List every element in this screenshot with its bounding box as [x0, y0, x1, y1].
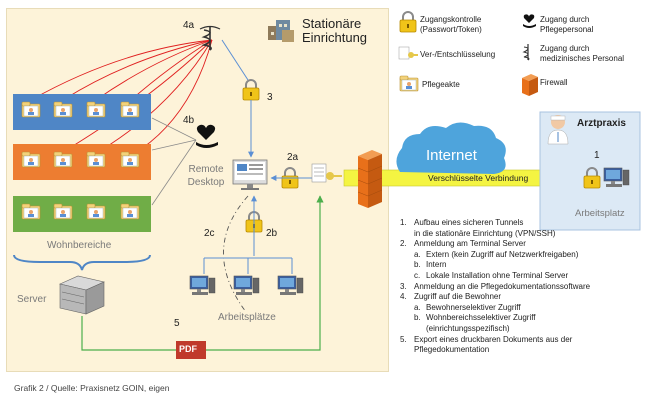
label-2a: 2a	[287, 152, 299, 163]
facility-area	[6, 8, 389, 372]
label-4a: 4a	[183, 20, 195, 31]
step-item: c.Lokale Installation ohne Terminal Serv…	[414, 270, 569, 280]
step-item: a.Extern (kein Zugriff auf Netzwerkfreig…	[414, 249, 579, 259]
label-3: 3	[267, 92, 273, 103]
key-icon	[311, 163, 342, 183]
folder-icon	[399, 75, 419, 92]
tunnel-label: Verschlüsselte Verbindung	[428, 173, 529, 183]
workstation-icon	[277, 275, 304, 296]
brace	[13, 254, 151, 271]
lock-icon	[242, 79, 260, 101]
firewall-icon	[357, 150, 383, 208]
legend-item-firewall: Firewall	[540, 78, 568, 87]
heart-hand-icon	[523, 14, 536, 28]
server-icon	[59, 275, 105, 315]
legend-item-access-control: Zugangskontrolle(Passwort/Token)	[420, 15, 482, 34]
pdf-icon	[176, 341, 206, 359]
label-2c: 2c	[204, 228, 215, 239]
arbeitsplatz-label: Arbeitsplatz	[575, 208, 625, 219]
step-item: 2.Anmeldung am Terminal Server	[400, 239, 526, 249]
dashed-connection	[223, 195, 249, 313]
legend-item-encryption: Ver-/Entschlüsselung	[420, 50, 496, 59]
workstation-icon	[603, 167, 630, 188]
key-icon	[398, 46, 418, 60]
workstation-icon	[189, 275, 216, 296]
doctor-icon	[547, 115, 569, 145]
step-item: 3.Anmeldung an die Pflegedokumentationss…	[400, 281, 591, 291]
arztpraxis-title: Arztpraxis	[577, 118, 626, 129]
server-label: Server	[17, 294, 47, 305]
step-item: b.Intern	[414, 260, 447, 270]
label-2b: 2b	[266, 228, 278, 239]
firewall-icon	[522, 74, 538, 96]
label-1: 1	[594, 150, 600, 161]
access-lines-4b	[151, 117, 197, 206]
legend-item-care-record: Pflegeakte	[422, 80, 460, 89]
caption: Grafik 2 / Quelle: Praxisnetz GOIN, eige…	[14, 383, 170, 393]
arbeitsplaetze-label: Arbeitsplätze	[218, 312, 276, 323]
step-item: 5.Export eines druckbaren Dokuments aus …	[400, 334, 573, 355]
caduceus-icon	[199, 25, 221, 51]
lock-icon	[399, 11, 417, 33]
workstation-icon	[233, 275, 260, 296]
wohnbereiche-label: Wohnbereiche	[47, 240, 112, 251]
step-item: 4.Zugriff auf die Bewohner	[400, 292, 502, 302]
label-5: 5	[174, 318, 180, 329]
step-item: b.Wohnbereichsselektiver Zugriff(einrich…	[414, 313, 536, 333]
building-icon	[268, 20, 294, 42]
heart-hand-icon	[196, 124, 218, 148]
internet-cloud	[396, 122, 506, 174]
label-4b: 4b	[183, 115, 195, 126]
remote-desktop-icon	[232, 159, 268, 190]
caduceus-icon	[522, 44, 530, 61]
step-item: a.Bewohnerselektiver Zugriff	[414, 302, 521, 312]
internet-label: Internet	[426, 147, 477, 164]
pdf-label: PDF	[179, 344, 197, 354]
